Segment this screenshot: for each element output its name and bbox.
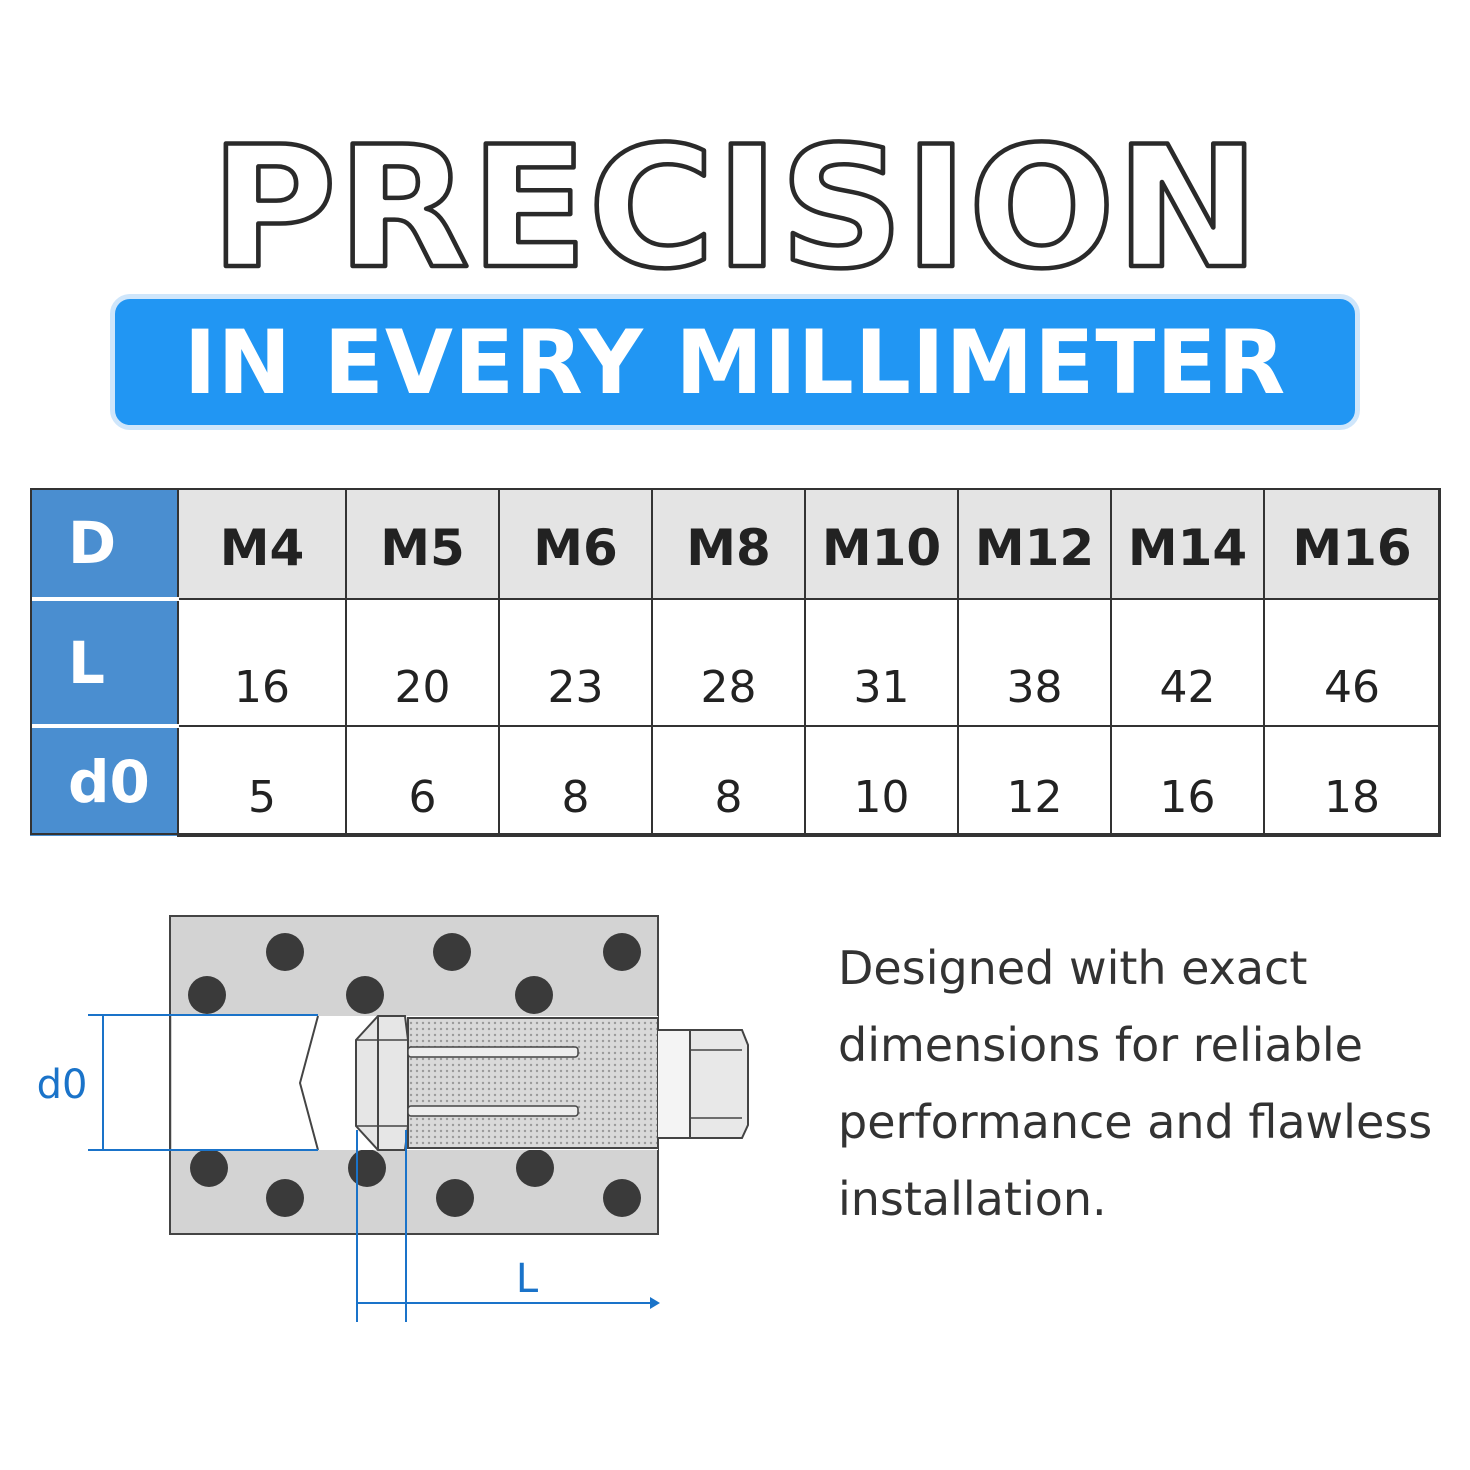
d0-label: d0 — [37, 1062, 88, 1108]
cell-d0-m8: 8 — [651, 725, 806, 837]
description: Designed with exact dimensions for relia… — [838, 930, 1458, 1238]
description-line: Designed with exact — [838, 941, 1308, 995]
l-label: L — [516, 1256, 539, 1302]
row-label-d0: d0 — [30, 726, 178, 836]
cell-l-m12: 38 — [957, 598, 1112, 727]
row-label-l: L — [30, 599, 178, 728]
cell-d0-m5: 6 — [345, 725, 500, 837]
cell-d0-m10: 10 — [804, 725, 959, 837]
sleeve-slot-upper — [407, 1046, 579, 1058]
description-line: performance and flawless — [838, 1095, 1433, 1149]
col-head-m14: M14 — [1110, 488, 1265, 600]
table-row-l: L 16 20 23 28 31 38 42 46 — [30, 598, 1441, 728]
sleeve-slot-lower — [407, 1105, 579, 1117]
cell-l-m16: 46 — [1263, 598, 1441, 727]
cell-l-m5: 20 — [345, 598, 500, 727]
cell-l-m4: 16 — [177, 598, 347, 727]
col-head-m16: M16 — [1263, 488, 1441, 600]
row-label-d: D — [30, 489, 178, 601]
headline-svg: PRECISION — [208, 108, 1263, 288]
cell-d0-m6: 8 — [498, 725, 653, 837]
description-line: dimensions for reliable — [838, 1018, 1363, 1072]
col-head-m12: M12 — [957, 488, 1112, 600]
spec-table: D M4 M5 M6 M8 M10 M12 M14 M16 L 16 20 23… — [30, 488, 1441, 837]
hex-nut — [355, 1015, 409, 1151]
description-line: installation. — [838, 1172, 1107, 1226]
col-head-m4: M4 — [177, 488, 347, 600]
col-head-m5: M5 — [345, 488, 500, 600]
col-head-m10: M10 — [804, 488, 959, 600]
col-head-m8: M8 — [651, 488, 806, 600]
hole-tip — [298, 1015, 319, 1151]
headline-banner: IN EVERY MILLIMETER — [110, 294, 1360, 430]
aggregate-dots — [188, 933, 641, 1217]
cell-d0-m16: 18 — [1263, 725, 1441, 837]
table-row-d0: d0 5 6 8 8 10 12 16 18 — [30, 725, 1441, 837]
cell-l-m14: 42 — [1110, 598, 1265, 727]
col-head-m6: M6 — [498, 488, 653, 600]
l-arrowhead — [650, 1297, 660, 1309]
headline-title: PRECISION — [210, 110, 1260, 288]
cell-d0-m4: 5 — [177, 725, 347, 837]
anchor-diagram: d0 L — [0, 880, 800, 1344]
cell-d0-m14: 16 — [1110, 725, 1265, 837]
cell-d0-m12: 12 — [957, 725, 1112, 837]
d0-dimension — [88, 1014, 318, 1151]
cell-l-m8: 28 — [651, 598, 806, 727]
anchor-sleeve — [407, 1017, 659, 1149]
anchor-diagram-svg: d0 L — [37, 915, 749, 1322]
cell-l-m10: 31 — [804, 598, 959, 727]
headline: PRECISION — [0, 108, 1470, 288]
table-row-d: D M4 M5 M6 M8 M10 M12 M14 M16 — [30, 488, 1441, 601]
cell-l-m6: 23 — [498, 598, 653, 727]
l-dimension — [356, 1130, 652, 1322]
